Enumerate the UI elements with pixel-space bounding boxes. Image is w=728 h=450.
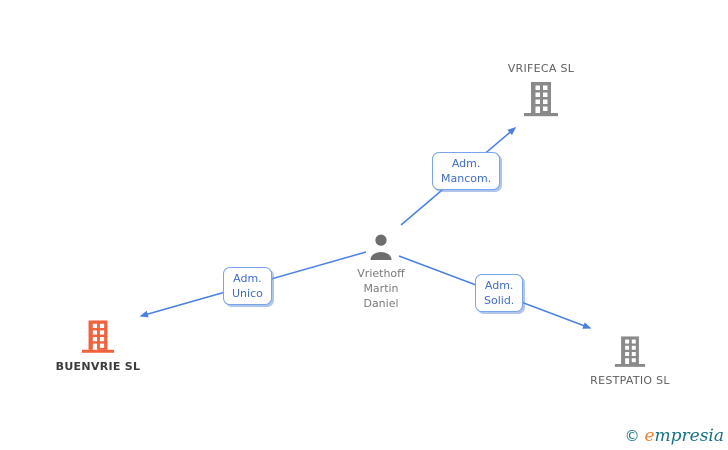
building-icon bbox=[524, 82, 558, 117]
building-icon bbox=[81, 320, 115, 353]
edge-label-adm-solid: Adm. Solid. bbox=[475, 274, 524, 312]
building-icon bbox=[614, 336, 646, 367]
logo-initial: e bbox=[644, 426, 655, 446]
logo-rest: mpresia bbox=[654, 426, 725, 446]
edge-label-line2: Unico bbox=[232, 287, 263, 300]
company-label: VRIFECA SL bbox=[507, 62, 575, 75]
empresia-watermark: © empresia bbox=[625, 426, 724, 446]
edge-label-line2: Mancom. bbox=[441, 172, 492, 185]
person-name-line3: Daniel bbox=[363, 297, 399, 310]
person-name: Vriethoff Martin Daniel bbox=[331, 266, 431, 311]
person-name-line1: Vriethoff bbox=[357, 267, 405, 280]
edge-label-line1: Adm. bbox=[484, 279, 514, 292]
edge-label-adm-unico: Adm. Unico bbox=[223, 267, 272, 305]
company-node-restpatio[interactable]: RESTPATIO SL bbox=[580, 336, 680, 387]
edge-label-adm-mancom: Adm. Mancom. bbox=[432, 152, 501, 190]
empresia-logo: empresia bbox=[644, 426, 724, 446]
person-node[interactable]: Vriethoff Martin Daniel bbox=[331, 234, 431, 311]
company-label: BUENVRIE SL bbox=[55, 360, 141, 373]
company-label: RESTPATIO SL bbox=[590, 374, 670, 387]
company-node-buenvrie[interactable]: BUENVRIE SL bbox=[48, 320, 148, 373]
copyright-symbol: © bbox=[624, 427, 640, 445]
person-name-line2: Martin bbox=[363, 282, 399, 295]
edge-label-line2: Solid. bbox=[484, 294, 515, 307]
edge-label-line1: Adm. bbox=[451, 157, 481, 170]
person-icon bbox=[370, 234, 392, 260]
company-node-vrifeca[interactable]: VRIFECA SL bbox=[491, 62, 591, 117]
edge-label-line1: Adm. bbox=[233, 272, 262, 285]
